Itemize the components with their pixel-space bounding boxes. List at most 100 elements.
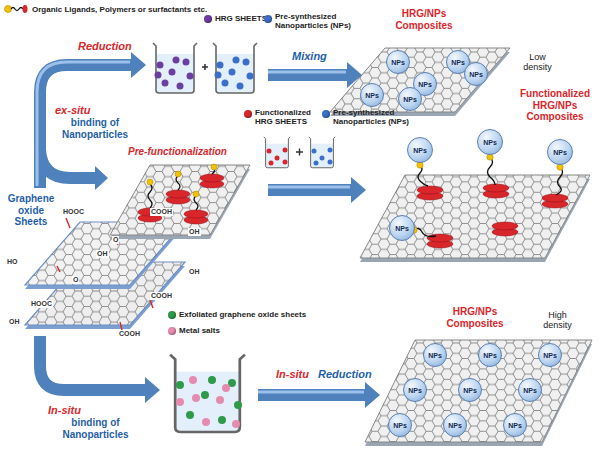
- route-label: binding of Nanoparticles: [55, 117, 135, 140]
- illustration-part: [176, 381, 184, 389]
- illustration-part: [268, 186, 350, 189]
- nanoparticle-label: NPs: [448, 422, 462, 429]
- chemical-group: OH: [96, 250, 109, 258]
- illustration-part: [176, 376, 240, 428]
- beaker-nps: [213, 43, 257, 93]
- beaker-nps: [309, 137, 335, 168]
- illustration-part: [131, 52, 146, 78]
- illustration-part: [202, 418, 210, 426]
- illustration-part: [365, 340, 592, 442]
- legend-text: Functionalized HRG SHEETS: [255, 108, 321, 126]
- illustration-part: [148, 184, 152, 208]
- illustration-part: [492, 222, 518, 230]
- nanoparticle-circle: NPs: [386, 50, 410, 74]
- illustration-part: [283, 160, 288, 165]
- illustration-part: [351, 177, 366, 203]
- process-arrows: [40, 65, 366, 395]
- step-label: Mixing: [292, 50, 327, 63]
- illustration-part: [40, 150, 96, 178]
- illustration-part: [215, 57, 254, 90]
- illustration-part: [417, 186, 443, 194]
- chemical-group: O: [112, 236, 119, 244]
- illustration-part: [360, 175, 590, 258]
- illustration-part: [229, 69, 236, 76]
- illustration-part: [40, 336, 146, 390]
- route-label: binding of Nanoparticles: [48, 417, 143, 440]
- illustration-part: [314, 161, 319, 166]
- illustration-part: [234, 401, 242, 409]
- step-label: In-situ: [276, 368, 309, 381]
- illustration-part: [194, 196, 198, 210]
- nanoparticle-circle: NPs: [389, 215, 415, 241]
- illustration-part: [193, 191, 199, 197]
- chemical-group: OH: [188, 268, 201, 276]
- nanoparticle-label: NPs: [483, 352, 497, 359]
- illustration-part: [267, 149, 272, 154]
- illustration-part: [330, 48, 510, 112]
- legend-swatch: [204, 15, 212, 23]
- legend-text: HRG SHEETS: [215, 14, 267, 23]
- illustration-part: [176, 376, 242, 424]
- chemical-group: HOOC: [62, 208, 85, 216]
- nanoparticle-label: NPs: [428, 352, 442, 359]
- illustration-part: [157, 62, 164, 69]
- nanoparticle-label: NPs: [393, 422, 407, 429]
- chemical-group: HO: [6, 258, 19, 266]
- plus-sign: [296, 149, 303, 156]
- nanoparticle-circle: NPs: [360, 83, 384, 107]
- nanoparticle-label: NPs: [543, 352, 557, 359]
- nanoparticle-label: NPs: [395, 225, 409, 232]
- nanoparticle-circle: NPs: [423, 343, 447, 367]
- illustration-part: [275, 156, 280, 161]
- composite-sheet-functionalized: [360, 154, 590, 262]
- functionalized-sheet: [110, 164, 250, 239]
- illustration-part: [216, 396, 224, 404]
- nanoparticle-label: NPs: [469, 71, 483, 78]
- illustration-part: [556, 167, 563, 195]
- nanoparticle-circle: NPs: [403, 378, 427, 402]
- sheet-title: Graphene oxide Sheets: [3, 193, 59, 228]
- illustration-part: [173, 57, 180, 64]
- illustration-part: [177, 83, 184, 90]
- nanoparticle-label: NPs: [451, 59, 465, 66]
- composite-title: HRG/NPs Composites: [392, 8, 456, 31]
- chemical-group: COOH: [118, 330, 141, 338]
- nanoparticle-label: NPs: [553, 149, 567, 156]
- step-label: Reduction: [78, 40, 132, 53]
- nanoparticle-label: NPs: [391, 59, 405, 66]
- illustration-part: [483, 184, 509, 192]
- illustration-part: [283, 148, 288, 153]
- illustration-part: [222, 384, 230, 392]
- illustration-part: [23, 5, 28, 13]
- illustration-part: [147, 164, 217, 197]
- beaker-hrg: [153, 43, 197, 93]
- illustration-part: [110, 165, 250, 235]
- composite-sheet-low: [330, 48, 510, 116]
- illustration-part: [232, 420, 240, 428]
- composite-title: Functionalized HRG/NPs Composites: [518, 88, 592, 123]
- beaker-functionalized: [264, 137, 290, 168]
- nanoparticle-label: NPs: [403, 96, 417, 103]
- illustration-part: [309, 137, 335, 168]
- illustration-part: [11, 8, 23, 11]
- illustration-part: [213, 43, 257, 93]
- illustration-part: [414, 157, 563, 237]
- nanoparticle-label: NPs: [523, 387, 537, 394]
- nanoparticle-circle: NPs: [388, 413, 412, 437]
- illustration-part: [95, 166, 108, 190]
- step-label: Pre-functionalization: [128, 146, 227, 158]
- nanoparticle-label: NPs: [483, 139, 497, 146]
- nanoparticle-circle: NPs: [464, 62, 488, 86]
- illustration-part: [360, 175, 590, 258]
- illustration-part: [138, 174, 224, 224]
- legend-swatch: [264, 15, 272, 23]
- ligand-icon: [5, 5, 28, 13]
- illustration-part: [312, 148, 333, 166]
- illustration-part: [268, 71, 346, 74]
- nanoparticle-label: NPs: [413, 147, 427, 154]
- nanoparticle-circle: NPs: [478, 343, 502, 367]
- illustration-part: [328, 160, 333, 165]
- illustration-part: [211, 164, 217, 170]
- illustration-part: [170, 355, 245, 432]
